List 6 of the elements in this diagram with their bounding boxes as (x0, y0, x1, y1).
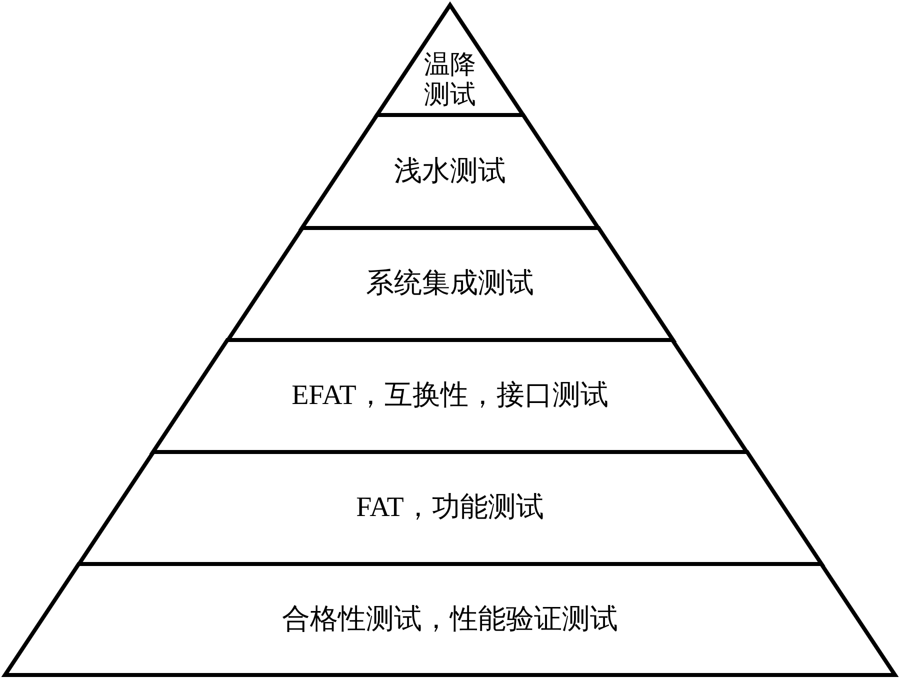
tier-label: FAT，功能测试 (356, 493, 544, 523)
tier-label: EFAT，互换性，接口测试 (292, 381, 608, 411)
tier-label: 温降测试 (422, 50, 477, 110)
tier-label: 浅水测试 (394, 156, 506, 186)
tier-label: 系统集成测试 (366, 269, 534, 299)
tier-label: 合格性测试，性能验证测试 (282, 604, 618, 634)
